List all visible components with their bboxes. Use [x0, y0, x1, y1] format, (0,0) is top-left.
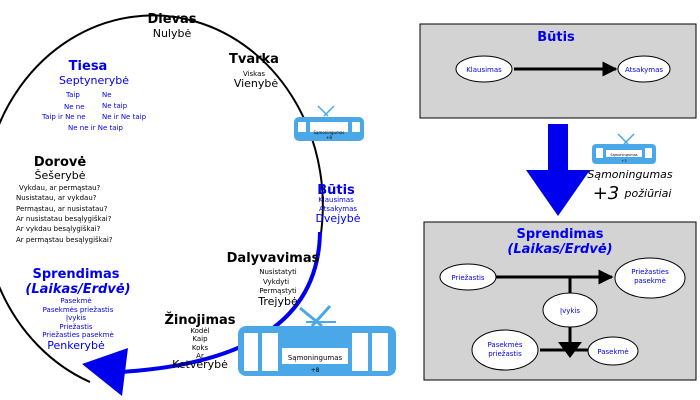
node-pasekme — [587, 336, 639, 366]
zinojimas-line: Kodėl — [190, 327, 209, 335]
tvarka-title: Tvarka — [229, 52, 279, 67]
tram-small: Sąmoningumas +8 — [294, 105, 364, 141]
node-priezastis — [439, 263, 497, 291]
caption-word: požiūriai — [624, 187, 672, 200]
zinojimas-title: Žinojimas — [164, 312, 235, 328]
tiesa-title: Tiesa — [69, 59, 108, 74]
zinojimas-line: Koks — [192, 344, 209, 352]
dalyvavimas-title: Dalyvavimas — [227, 251, 320, 266]
caption-label: Sąmoningumas — [587, 168, 673, 181]
node-pasekmes-priezastis — [471, 329, 539, 371]
cycle-arrowhead — [82, 348, 128, 396]
dievas-title: Dievas — [147, 12, 196, 27]
sprendimas-line: Priežastis — [59, 323, 93, 331]
tiesa-line: Ne taip — [102, 102, 128, 110]
tram-right-num: +3 — [621, 159, 626, 163]
tiesa-sub: Septynerybė — [59, 74, 129, 87]
flow-bottom-arrowhead — [558, 342, 582, 358]
sprendimas-line: Priežasties pasekmė — [42, 331, 114, 339]
dorove-line: Ar permąstau besąlygiškai? — [16, 236, 113, 244]
sprendimas-line: Įvykis — [66, 314, 86, 322]
tiesa-line: Ne — [102, 91, 112, 99]
butis-line: Klausimas — [318, 196, 354, 204]
sprendimas-title: Sprendimas — [33, 267, 120, 282]
tram-big-label: Sąmoningumas — [288, 354, 343, 362]
node-priezasties-pasekme — [614, 257, 686, 299]
dievas-sub: Nulybė — [153, 27, 192, 40]
dalyvavimas-line: Vykdyti — [263, 278, 289, 286]
sprendimas-line: Pasekmė — [60, 297, 91, 305]
butis-title: Būtis — [317, 183, 355, 198]
cycle-ellipse — [0, 14, 324, 383]
tiesa-line: Taip ir Ne ne — [41, 113, 86, 121]
tram-big: Sąmoningumas +8 — [238, 304, 396, 376]
node-atsakymas-label: Atsakymas — [625, 66, 663, 74]
sprendimas-box-title: Sprendimas — [517, 227, 604, 242]
sprendimas-subtitle: (Laikas/Erdvė) — [25, 282, 130, 297]
tram-right: Sąmoningumas +3 — [592, 133, 656, 164]
dorove-sub: Šešerybė — [34, 169, 85, 182]
node-klausimas-label: Klausimas — [466, 66, 502, 74]
tiesa-line: Ne ne — [64, 103, 85, 111]
tram-small-label: Sąmoningumas — [313, 130, 344, 135]
dalyvavimas-line: Permąstyti — [259, 287, 296, 295]
zinojimas-line: Ar — [196, 352, 204, 360]
zinojimas-sub: Ketverybė — [172, 358, 228, 371]
tiesa-line: Ne ir Ne taip — [102, 113, 147, 121]
tram-big-num: +8 — [311, 367, 320, 374]
down-arrow — [526, 124, 590, 216]
node-ivykis-label: Įvykis — [560, 307, 580, 315]
butis-line: Atsakymas — [319, 205, 357, 213]
dalyvavimas-line: Nusistatyti — [259, 268, 297, 276]
node-priezastis-label: Priežastis — [451, 274, 485, 282]
dorove-title: Dorovė — [34, 155, 87, 170]
tiesa-line: Ne ne ir Ne taip — [68, 124, 124, 132]
caption-num: +3 — [593, 183, 620, 204]
tram-small-num: +8 — [326, 135, 332, 140]
zinojimas-line: Kaip — [192, 335, 208, 343]
butis-box-title: Būtis — [537, 30, 575, 45]
dorove-line: Ar nusistatau besąlygiškai? — [16, 215, 112, 223]
sprendimas-line: Pasekmės priežastis — [43, 306, 114, 314]
node-klausimas — [455, 55, 513, 83]
butis-sub: Dvejybė — [315, 212, 360, 225]
node-ivykis — [542, 292, 598, 328]
node-atsakymas — [617, 55, 671, 83]
dorove-line: Ar vykdau besąlygiškai? — [16, 225, 101, 233]
dorove-line: Vykdau, ar permąstau? — [19, 184, 101, 192]
tvarka-sub: Vienybė — [234, 77, 279, 90]
sprendimas-box-subtitle: (Laikas/Erdvė) — [507, 242, 612, 257]
node-pasekme-label: Pasekmė — [597, 348, 628, 356]
dorove-line: Nusistatau, ar vykdau? — [16, 194, 97, 202]
tvarka-small: Viskas — [243, 70, 265, 78]
tiesa-line: Taip — [65, 91, 80, 99]
sprendimas-sub: Penkerybė — [47, 339, 105, 352]
dalyvavimas-sub: Trejybė — [257, 295, 298, 308]
tram-right-label: Sąmoningumas — [610, 153, 637, 157]
dorove-line: Permąstau, ar nusistatau? — [16, 205, 108, 213]
